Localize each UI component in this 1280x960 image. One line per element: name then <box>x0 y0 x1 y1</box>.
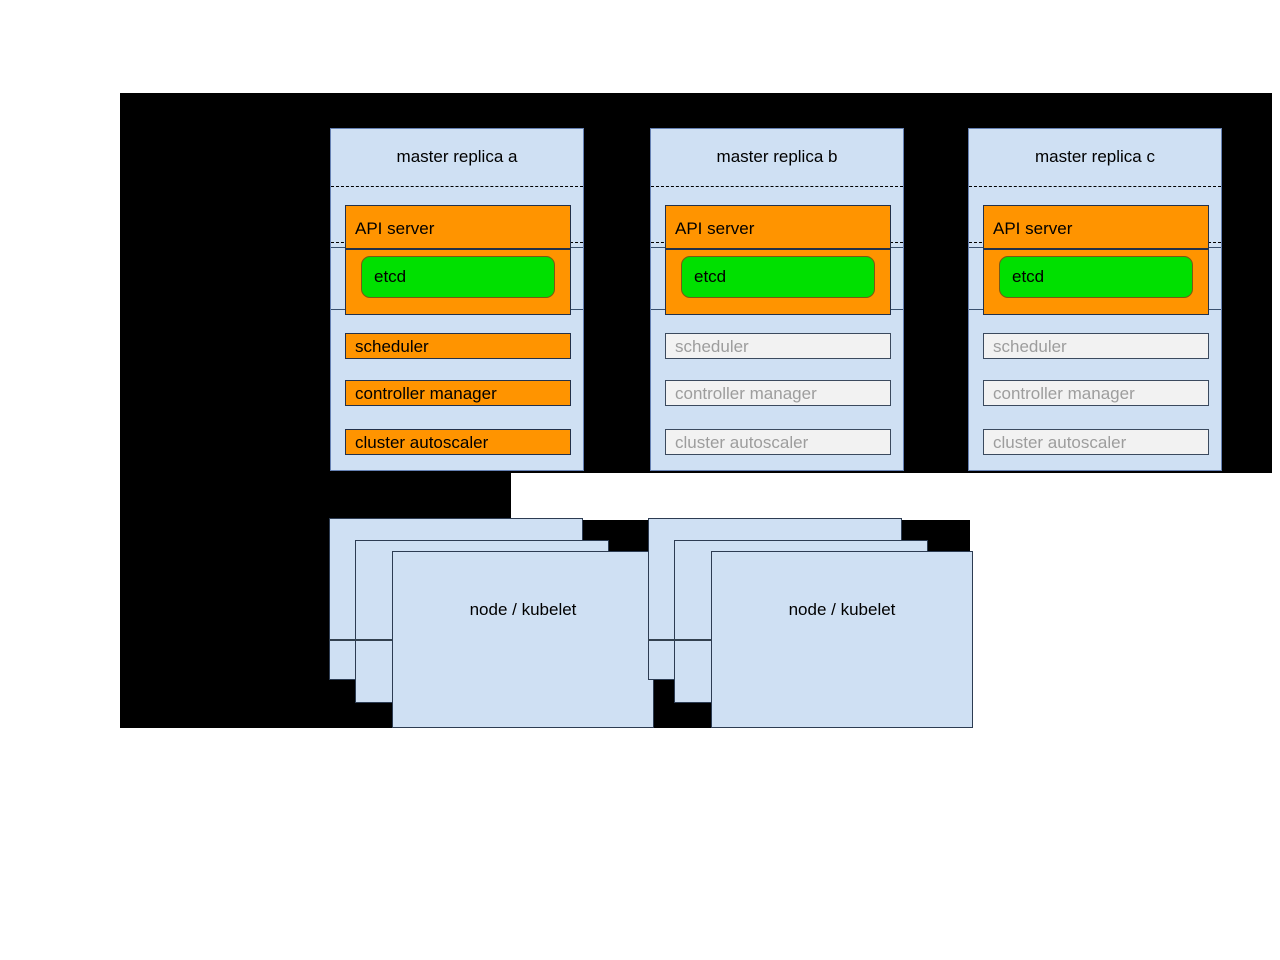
component-cluster-autoscaler[interactable]: cluster autoscaler <box>665 429 891 455</box>
master-replica-panel-b[interactable]: master replica b API server etcd schedul… <box>650 128 904 471</box>
api-server-label: API server <box>993 219 1073 238</box>
replica-divider-top <box>331 186 583 187</box>
component-scheduler[interactable]: scheduler <box>983 333 1209 359</box>
component-controller-manager[interactable]: controller manager <box>345 380 571 406</box>
replica-title: master replica c <box>1035 147 1155 166</box>
api-server-box[interactable]: API server <box>983 205 1209 249</box>
node-stack-front[interactable]: node / kubelet <box>711 551 973 728</box>
component-cluster-autoscaler[interactable]: cluster autoscaler <box>983 429 1209 455</box>
etcd-box[interactable]: etcd <box>681 256 875 298</box>
etcd-box[interactable]: etcd <box>361 256 555 298</box>
backdrop-left-notch <box>120 473 511 520</box>
api-server-label: API server <box>675 219 755 238</box>
replica-divider-top <box>969 186 1221 187</box>
component-controller-manager[interactable]: controller manager <box>983 380 1209 406</box>
node-stack-front[interactable]: node / kubelet <box>392 551 654 728</box>
replica-divider-top <box>651 186 903 187</box>
api-server-label: API server <box>355 219 435 238</box>
api-server-box[interactable]: API server <box>665 205 891 249</box>
replica-title: master replica b <box>716 147 838 166</box>
master-replica-panel-c[interactable]: master replica c API server etcd schedul… <box>968 128 1222 471</box>
master-replica-panel-a[interactable]: master replica a API server etcd schedul… <box>330 128 584 471</box>
etcd-box[interactable]: etcd <box>999 256 1193 298</box>
component-scheduler[interactable]: scheduler <box>345 333 571 359</box>
component-scheduler[interactable]: scheduler <box>665 333 891 359</box>
node-label: node / kubelet <box>788 600 896 619</box>
replica-title: master replica a <box>396 147 518 166</box>
api-server-box[interactable]: API server <box>345 205 571 249</box>
node-label: node / kubelet <box>469 600 577 619</box>
component-controller-manager[interactable]: controller manager <box>665 380 891 406</box>
component-cluster-autoscaler[interactable]: cluster autoscaler <box>345 429 571 455</box>
